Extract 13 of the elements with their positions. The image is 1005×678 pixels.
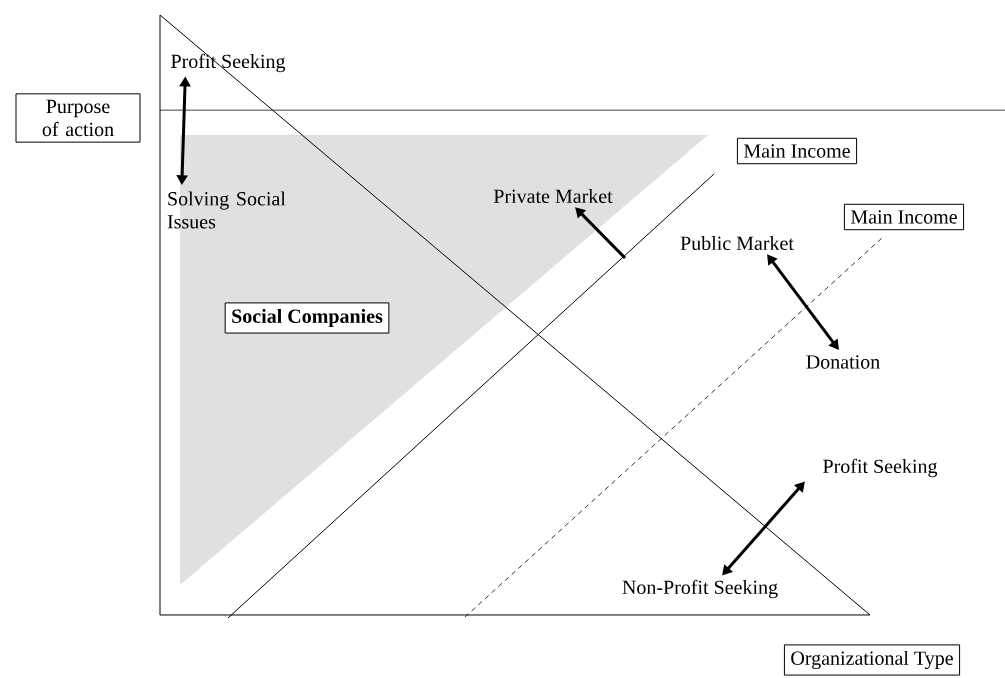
label-box: Main Income [736,137,858,165]
axis-label: Solving Social Issues [167,191,286,229]
axis-label: Donation [806,355,880,369]
axis-label: Profit Seeking [171,53,286,73]
axis-label: Private Market [493,188,613,203]
axis-label: Public Market [680,235,794,250]
arrow [575,207,627,260]
axis-label: Non-Profit Seeking [622,579,778,599]
label-box: Purpose of action [15,93,141,143]
label-box: Organizational Type [783,644,961,676]
axis-label: Profit Seeking [823,458,938,478]
label-box: Main Income [843,203,965,231]
label-box: Social Companies [224,302,390,334]
